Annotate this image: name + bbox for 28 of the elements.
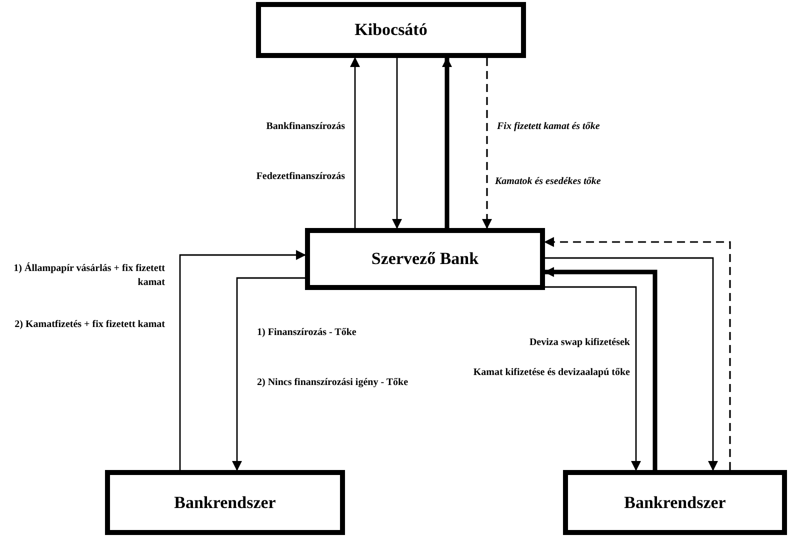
annotation-label: Kamatok és esedékes tőke [495, 175, 602, 188]
arrow [232, 277, 305, 471]
annotation-label: Fedezetfinanszírozás [255, 170, 345, 184]
annotation-label: 1) Állampapír vásárlás + fix fizetett kamat [12, 262, 165, 289]
annotation-label: 1) Finanszírozás - Tőke [257, 326, 358, 340]
arrow [545, 257, 718, 471]
arrow [544, 267, 658, 470]
arrow [392, 58, 402, 229]
annotation-label: Kamat kifizetése és devizaalapú tőke [472, 366, 630, 380]
box-label: Bankrendszer [624, 492, 726, 512]
arrow [482, 58, 492, 229]
box-label: Kibocsátó [354, 20, 428, 40]
process-box [563, 470, 787, 535]
process-box [256, 2, 526, 58]
annotation-label: Fix fizetett kamat és tőke [497, 120, 601, 134]
annotation-label: Bankfinanszírozás [265, 120, 345, 134]
arrow [545, 286, 641, 471]
annotation-label: Deviza swap kifizetések [528, 336, 630, 350]
arrow [544, 237, 731, 470]
process-box [305, 228, 545, 290]
arrow [442, 57, 452, 228]
box-label: Bankrendszer [174, 492, 276, 512]
box-label: Szervező Bank [371, 249, 479, 269]
arrow [179, 250, 306, 470]
arrow [350, 57, 360, 228]
process-box [105, 470, 345, 535]
annotation-label: 2) Nincs finanszírozási igény - Tőke [257, 376, 410, 390]
annotation-label: 2) Kamatfizetés + fix fizetett kamat [14, 318, 165, 332]
